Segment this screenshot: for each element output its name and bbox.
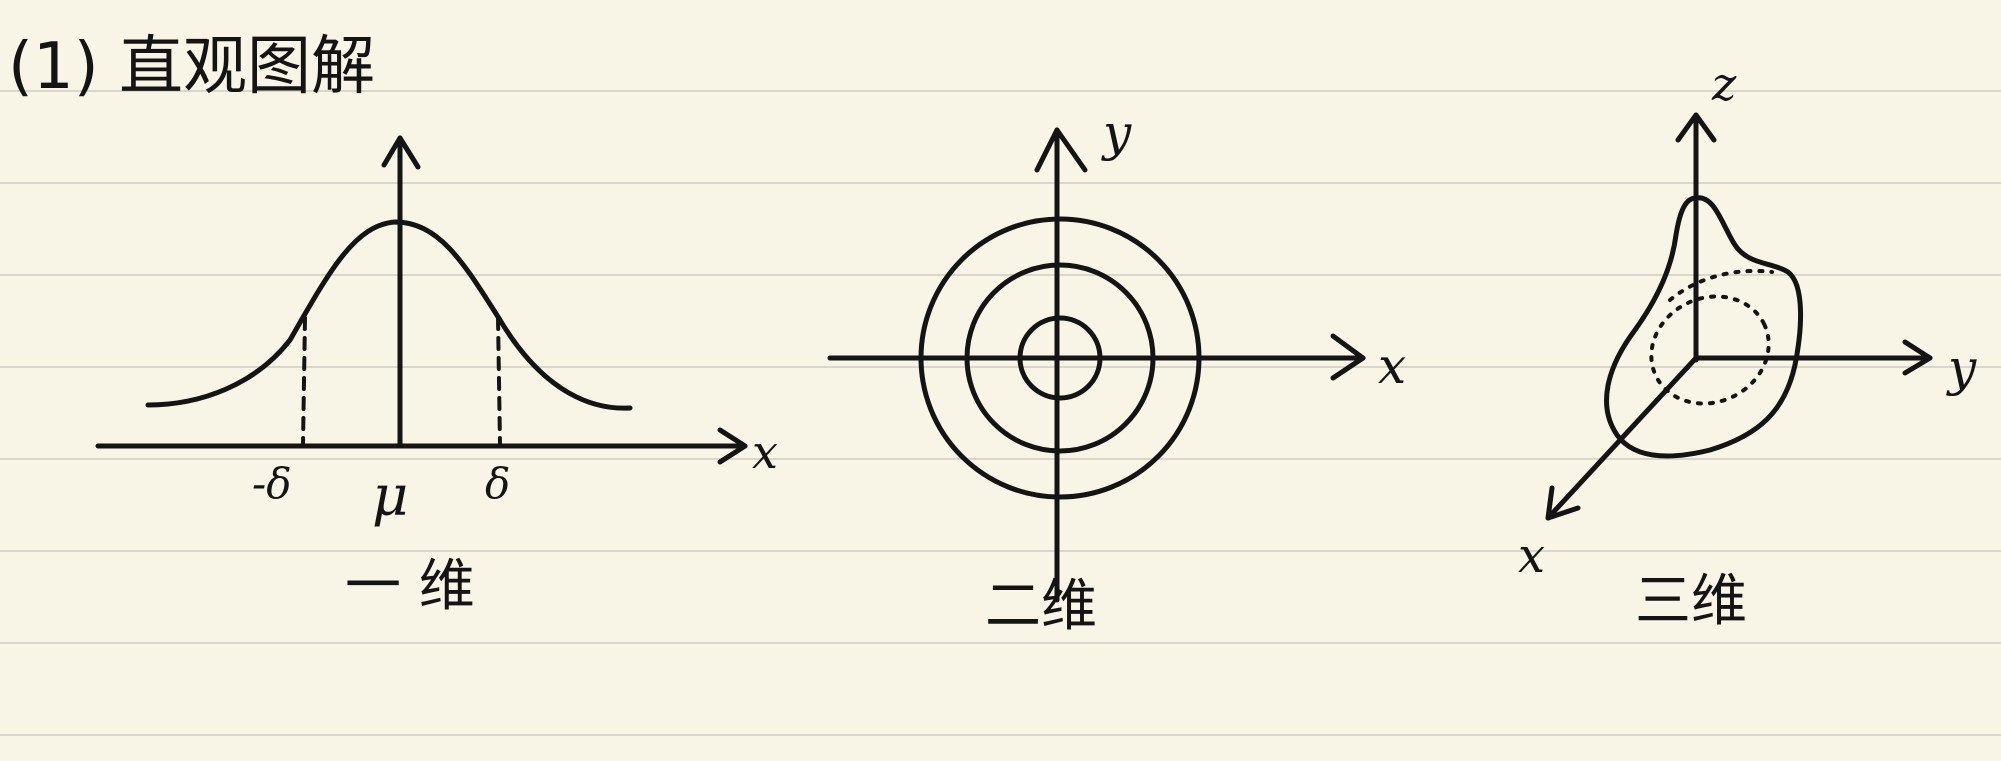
contour-outer xyxy=(918,216,1202,500)
panel-3d-y-arrow xyxy=(1902,339,1933,376)
panel-1d-y-arrow xyxy=(381,135,421,170)
panel-3d-x-arrow xyxy=(1545,485,1581,521)
panel-2d: y x 二维 xyxy=(827,104,1406,639)
panel-2d-y-arrow xyxy=(1034,127,1088,173)
panel-2d-x-arrow xyxy=(1330,333,1366,381)
panel-3d: z y x 三维 xyxy=(1518,57,1977,634)
neg-delta-dashed-line xyxy=(301,316,307,446)
normal-curve xyxy=(145,219,633,411)
panel-1d-x-label: x xyxy=(752,425,778,479)
panel-1d: x -δ μ δ 一 维 xyxy=(95,135,778,619)
panel-2d-y-label: y xyxy=(1101,104,1132,162)
panel-1d-x-arrow xyxy=(717,427,748,465)
surface-inner-arc xyxy=(1668,268,1774,302)
tick-neg-delta: -δ xyxy=(252,459,291,508)
panel-3d-z-arrow xyxy=(1675,112,1717,143)
contour-inner xyxy=(1017,315,1103,401)
heading: (1) 直观图解 xyxy=(8,30,375,104)
panel-2d-x-label: x xyxy=(1378,337,1406,395)
panel-3d-x-label: x xyxy=(1518,528,1545,584)
panel-3d-y-label: y xyxy=(1946,339,1977,397)
caption-3d: 三维 xyxy=(1635,569,1747,634)
caption-2d: 二维 xyxy=(985,574,1097,639)
caption-1d: 一 维 xyxy=(345,554,475,619)
tick-mu: μ xyxy=(372,464,408,529)
contour-middle xyxy=(964,262,1156,454)
tick-pos-delta: δ xyxy=(485,459,510,508)
surface-inner-ellipse xyxy=(1649,294,1771,406)
pos-delta-dashed-line xyxy=(496,316,502,446)
panel-3d-z-label: z xyxy=(1711,57,1737,111)
surface-outline xyxy=(1604,195,1804,459)
